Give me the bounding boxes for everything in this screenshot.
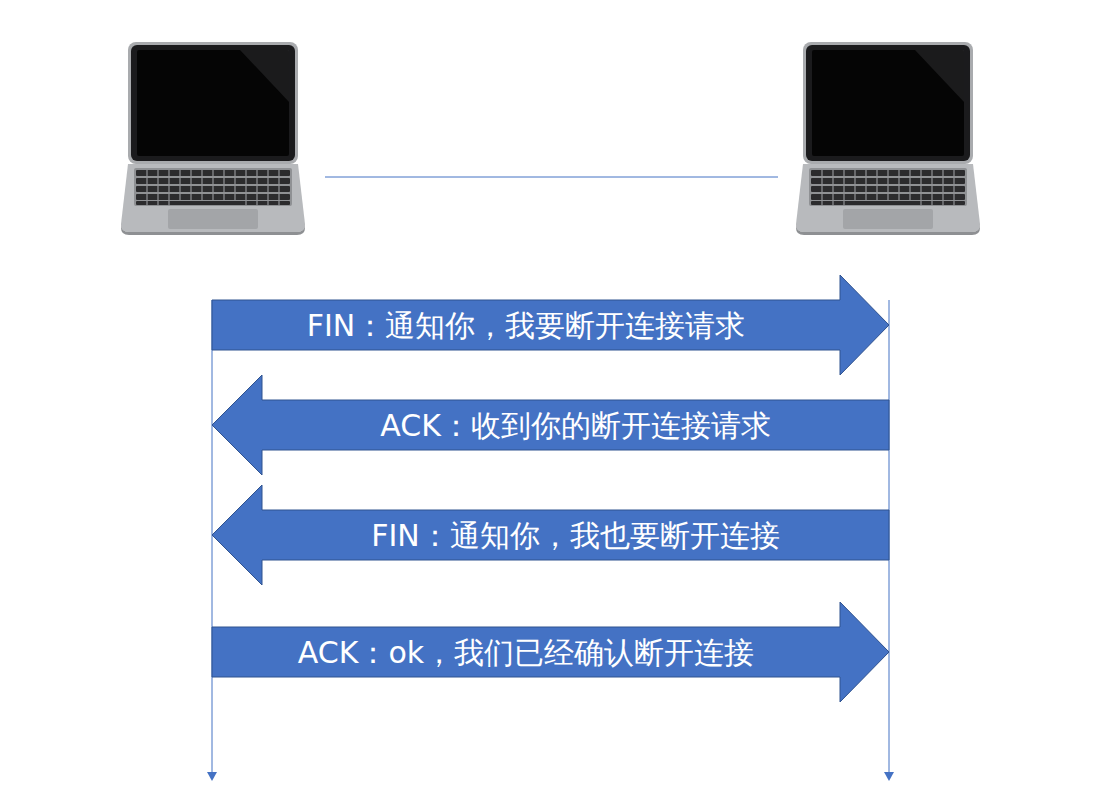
block-arrow: ACK：收到你的断开连接请求	[212, 375, 889, 475]
arrow-outline	[212, 275, 889, 375]
block-arrow: FIN：通知你，我也要断开连接	[212, 485, 889, 585]
arrow-outline	[212, 485, 889, 585]
timeline-head	[884, 772, 894, 781]
arrow-label-box: ACK：ok，我们已经确认断开连接	[212, 627, 840, 677]
block-arrow: FIN：通知你，我要断开连接请求	[212, 275, 889, 375]
timeline-head	[207, 772, 217, 781]
arrow-label: FIN：通知你，我要断开连接请求	[307, 309, 746, 342]
block-arrow: ACK：ok，我们已经确认断开连接	[212, 602, 889, 702]
arrow-outline	[212, 375, 889, 475]
arrow-label-box: FIN：通知你，我也要断开连接	[262, 510, 889, 560]
laptop-right	[796, 42, 980, 235]
arrow-outline	[212, 602, 889, 702]
link-line	[325, 177, 778, 178]
arrow-label-box: FIN：通知你，我要断开连接请求	[212, 300, 840, 350]
laptop-left	[121, 42, 305, 235]
arrow-label: FIN：通知你，我也要断开连接	[371, 519, 780, 552]
arrow-label: ACK：收到你的断开连接请求	[380, 409, 771, 442]
arrow-label: ACK：ok，我们已经确认断开连接	[298, 636, 754, 669]
arrow-label-box: ACK：收到你的断开连接请求	[262, 400, 889, 450]
